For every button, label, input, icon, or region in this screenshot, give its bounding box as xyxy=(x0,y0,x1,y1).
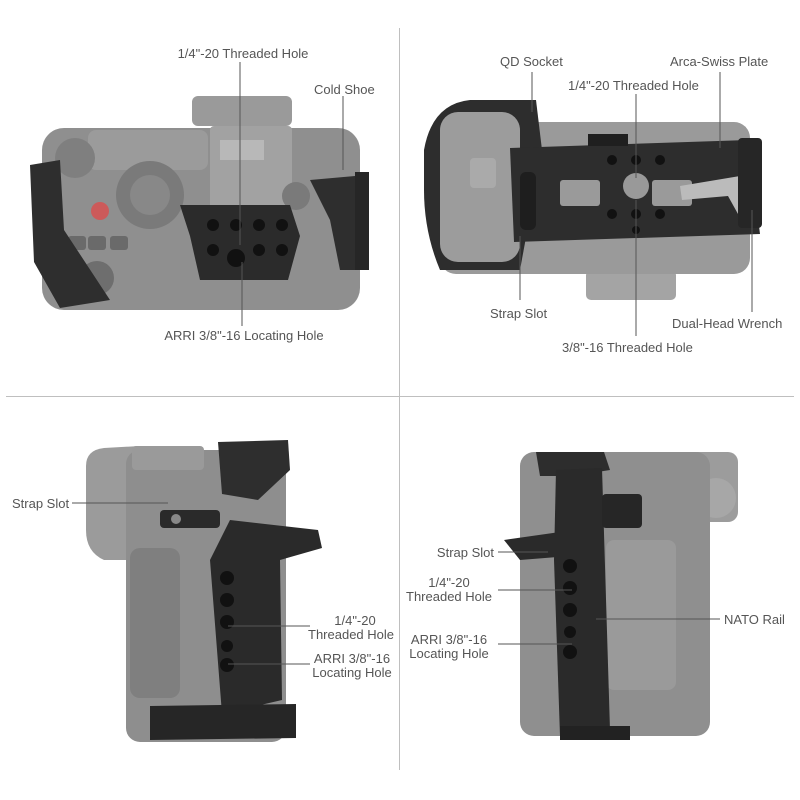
callout-top-arri-hole: ARRI 3/8"-16 Locating Hole xyxy=(164,328,324,343)
callout-right-strap-slot: Strap Slot xyxy=(436,545,494,560)
top-view-illustration xyxy=(30,62,369,326)
callout-left-arri-hole-2: Locating Hole xyxy=(312,665,392,680)
callout-right-arri-hole-2: Locating Hole xyxy=(409,646,489,661)
right-view-illustration xyxy=(498,452,738,740)
callout-cold-shoe: Cold Shoe xyxy=(314,82,375,97)
vertical-divider xyxy=(399,28,400,770)
horizontal-divider xyxy=(6,396,794,397)
callout-right-threaded-hole-1: 1/4"-20 xyxy=(428,575,470,590)
callout-left-strap-slot: Strap Slot xyxy=(12,496,70,511)
callout-left-threaded-hole-1: 1/4"-20 xyxy=(334,613,376,628)
callout-left-threaded-hole-2: Threaded Hole xyxy=(308,627,394,642)
callout-right-threaded-hole-2: Threaded Hole xyxy=(406,589,492,604)
callout-top-threaded-hole: 1/4"-20 Threaded Hole xyxy=(177,46,309,61)
callout-qd-socket: QD Socket xyxy=(500,54,563,69)
callout-left-arri-hole-1: ARRI 3/8"-16 xyxy=(313,651,391,666)
callout-right-arri-hole-1: ARRI 3/8"-16 xyxy=(410,632,488,647)
callout-bottom-strap-slot: Strap Slot xyxy=(490,306,548,321)
callout-wrench: Dual-Head Wrench xyxy=(672,316,783,331)
left-view-illustration xyxy=(72,440,322,742)
callout-bottom-threaded-hole-38: 3/8"-16 Threaded Hole xyxy=(562,340,693,355)
callout-bottom-threaded-hole: 1/4"-20 Threaded Hole xyxy=(568,78,699,93)
callout-arca-plate: Arca-Swiss Plate xyxy=(670,54,769,69)
bottom-view-illustration xyxy=(424,72,762,336)
callout-nato-rail: NATO Rail xyxy=(724,612,785,627)
